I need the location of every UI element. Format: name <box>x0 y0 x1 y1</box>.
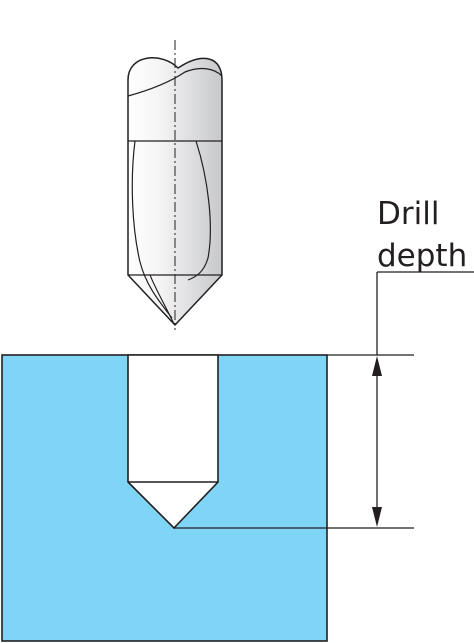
depth-dimension <box>174 271 474 529</box>
drill-flute-left <box>131 140 173 319</box>
label-drill: Drill <box>377 196 440 232</box>
drilled-hole <box>127 354 219 530</box>
drill-top-cap <box>127 67 223 97</box>
drill-flute-right <box>187 140 211 281</box>
drill-bit <box>127 40 223 330</box>
label-depth: depth <box>377 238 468 274</box>
arrowhead-down <box>372 507 382 527</box>
drill-cutting-edge <box>149 274 175 325</box>
arrowhead-up <box>372 356 382 376</box>
workpiece <box>1 354 328 642</box>
